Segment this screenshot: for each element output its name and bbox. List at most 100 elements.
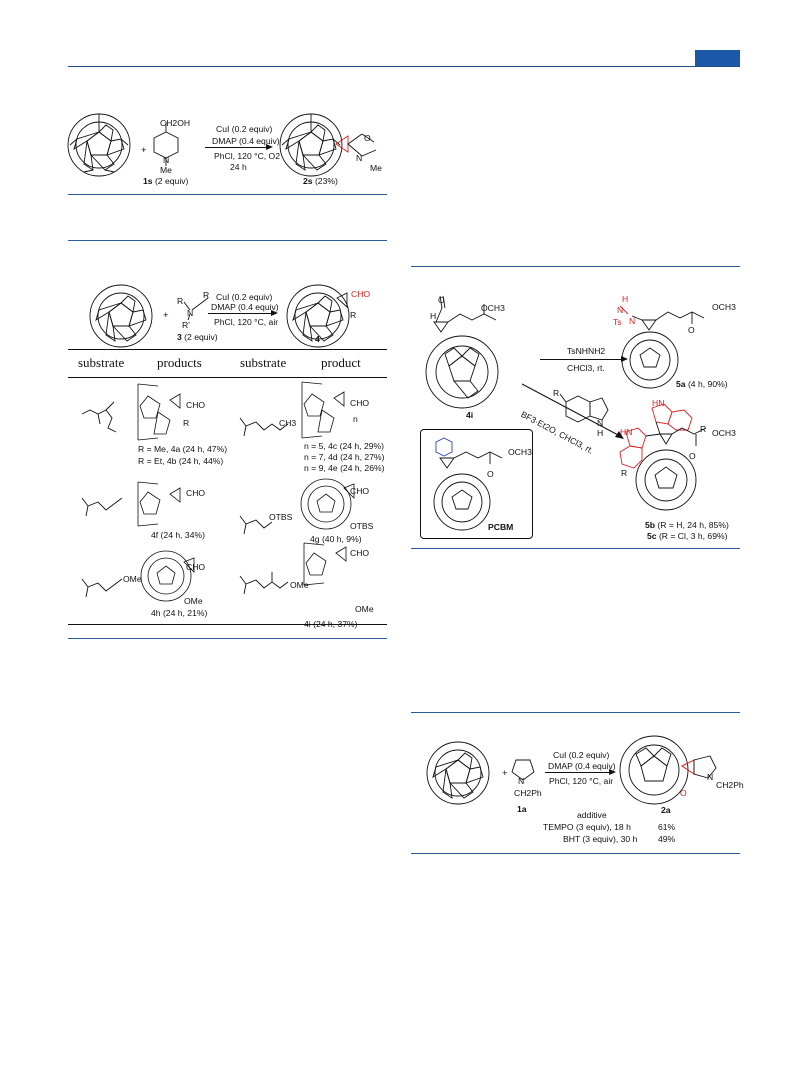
top-arrow-reagent-1: TsNHNH2 xyxy=(567,346,606,356)
p5b-r2: R xyxy=(621,468,628,478)
row1-left-r: R xyxy=(183,418,190,428)
table-row xyxy=(239,417,289,437)
reagent-r: R xyxy=(203,290,210,300)
product-cho: CHO xyxy=(351,289,371,299)
row3-left-ome: OMe xyxy=(184,596,203,606)
p5a-h-label: H xyxy=(622,294,629,304)
product-4i-structure xyxy=(303,542,347,586)
scheme-top-rule-bottom xyxy=(68,194,387,195)
row3-left-cho: CHO xyxy=(186,562,206,572)
row2-left-line: 4f (24 h, 34%) xyxy=(151,530,205,540)
column-header: product xyxy=(321,355,361,370)
table-row xyxy=(239,572,289,595)
row3-left-line: 4h (24 h, 21%) xyxy=(151,608,208,618)
product-4f-structure xyxy=(137,481,181,527)
plus-sign: + xyxy=(502,768,508,779)
additive-header: additive xyxy=(577,810,607,820)
condition-3: PhCl, 120 °C, O2 xyxy=(214,151,281,161)
pyrrolidine-n: N xyxy=(518,776,525,786)
p5b-hn1: HN xyxy=(652,398,665,408)
n-label: N xyxy=(163,155,170,165)
row3-left-ome-reagent: OMe xyxy=(123,574,142,584)
indole-h-label: H xyxy=(597,428,604,438)
p5a-n2-label: N xyxy=(629,316,636,326)
pcbm-label: PCBM xyxy=(488,522,514,532)
row1-left-line: R = Me, 4a (24 h, 47%) xyxy=(138,444,228,454)
p5b-line: 5b (R = H, 24 h, 85%) xyxy=(645,520,729,530)
compound-4i-structure xyxy=(425,295,499,409)
row3-right-line: 4i (24 h, 37%) xyxy=(304,619,358,629)
fullerene-c60 xyxy=(426,741,490,805)
deriv-o-label: O xyxy=(438,295,445,305)
additive-row: BHT (3 equiv), 30 h xyxy=(563,834,638,844)
table-rule-bottom xyxy=(68,624,387,626)
reagent-r2: R' xyxy=(182,320,190,330)
product-4g-structure xyxy=(300,478,355,530)
p5a-ts-label: Ts xyxy=(613,317,622,327)
product-2a-structure xyxy=(619,735,717,805)
row2-right-line: 4g (40 h, 9%) xyxy=(310,534,362,544)
reaction-arrow xyxy=(205,147,267,148)
pyrrolidine-ch2ph: CH2Ph xyxy=(514,788,542,798)
condition-2: DMAP (0.4 equiv) xyxy=(548,761,616,771)
header-accent-box xyxy=(695,50,740,66)
row1-right-cho: CHO xyxy=(350,398,370,408)
product-2s-fullerene xyxy=(279,113,343,177)
row1-right-n: n xyxy=(353,414,358,424)
deriv-och3: OCH3 xyxy=(481,303,505,313)
row2-right-otbs: OTBS xyxy=(350,521,374,531)
product-o-label: O xyxy=(364,133,371,143)
row1-right-line: n = 7, 4d (24 h, 27%) xyxy=(304,452,385,462)
condition-1: CuI (0.2 equiv) xyxy=(216,292,273,302)
row1-right-line: n = 9, 4e (24 h, 26%) xyxy=(304,463,385,473)
table-row xyxy=(81,401,117,433)
pcbm-inset-box xyxy=(420,429,533,539)
reaction-arrow xyxy=(208,313,272,314)
deriv-rule-bottom xyxy=(411,548,740,549)
product-r: R xyxy=(350,310,357,320)
condition-2: DMAP (0.4 equiv) xyxy=(212,136,280,146)
row1-right-line: n = 5, 4c (24 h, 29%) xyxy=(304,441,385,451)
condition-1: CuI (0.2 equiv) xyxy=(553,750,610,760)
p5a-label: 5a (4 h, 90%) xyxy=(676,379,728,389)
column-header: substrate xyxy=(240,355,287,370)
piperidine-structure xyxy=(153,122,179,166)
p5b-o: O xyxy=(689,451,696,461)
table-row xyxy=(81,578,123,598)
oh-label: CH2OH xyxy=(160,118,191,128)
condition-1: CuI (0.2 equiv) xyxy=(216,124,273,134)
diagonal-reaction-arrow xyxy=(521,383,624,439)
additive-yield: 61% xyxy=(658,822,676,832)
compound-4i-label: 4i xyxy=(466,410,474,420)
p5b-och3: OCH3 xyxy=(712,428,736,438)
p5b-r1: R xyxy=(700,424,707,434)
product-2a-o: O xyxy=(680,788,687,798)
scheme-rule-bottom xyxy=(68,638,387,639)
indole-n-label: N xyxy=(597,418,604,428)
top-arrow-reagent-2: CHCl3, rt. xyxy=(567,363,605,373)
product-2s-bicycle xyxy=(335,133,377,157)
table-rule-top xyxy=(68,240,387,241)
reaction-arrow xyxy=(540,359,622,360)
p5b-hn2: HN xyxy=(620,427,633,437)
table-rule-header-bottom xyxy=(68,377,387,379)
row1-left-line: R = Et, 4b (24 h, 44%) xyxy=(138,456,224,466)
deriv-h-label: H xyxy=(430,311,437,321)
p5a-o: O xyxy=(688,325,695,335)
reaction-arrow xyxy=(545,772,610,773)
p5a-och3: OCH3 xyxy=(712,302,736,312)
product-n-label: N xyxy=(356,153,363,163)
product-me-label: Me xyxy=(370,163,382,173)
row2-right-cho: CHO xyxy=(350,486,370,496)
row1-left-cho: CHO xyxy=(186,400,206,410)
me-label: Me xyxy=(160,165,172,175)
deriv-rule-top xyxy=(411,266,740,267)
plus-sign: + xyxy=(163,310,169,321)
row3-right-ome-reagent: OMe xyxy=(290,580,309,590)
condition-2: DMAP (0.4 equiv) xyxy=(211,302,279,312)
row2-left-cho: CHO xyxy=(186,488,206,498)
product-2a-ch2ph: CH2Ph xyxy=(716,780,744,790)
compound-5b-structure xyxy=(619,403,707,511)
substrate-label: 1s (2 equiv) xyxy=(143,176,189,186)
